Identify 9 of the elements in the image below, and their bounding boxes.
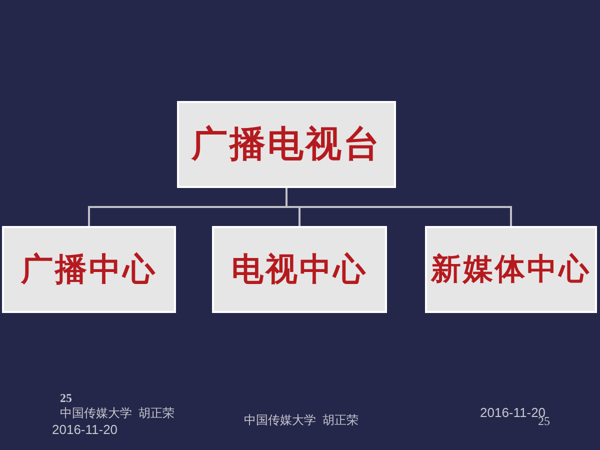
root-box: 广播电视台 [177,101,396,188]
page-number: 25 [60,391,72,406]
footer-date: 2016-11-20 [52,422,118,437]
department-box: 新媒体中心 [425,226,597,313]
footer-text: 中国传媒大学 胡正荣 [244,412,359,429]
department-box: 电视中心 [212,226,387,313]
footer-text: 中国传媒大学 胡正荣 [60,405,175,422]
department-box: 广播中心 [2,226,176,313]
connector-line [286,188,512,226]
